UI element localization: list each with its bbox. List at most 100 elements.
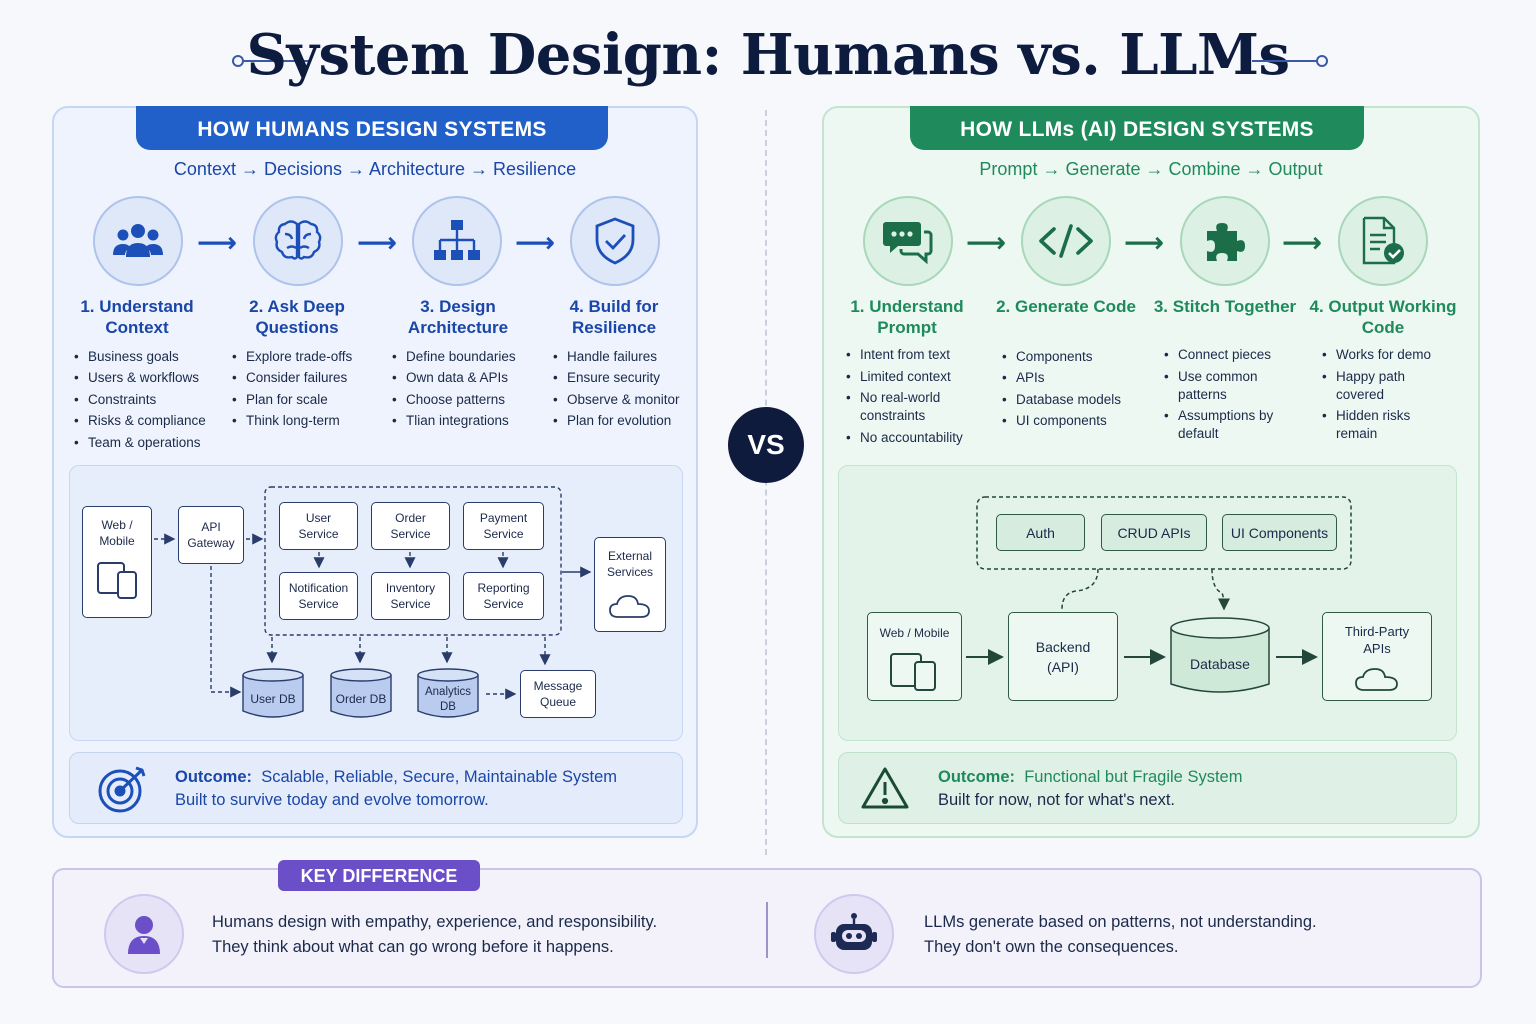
list-item: Plan for evolution (553, 410, 698, 432)
humans-step-2-title: 2. Ask Deep Questions (249, 297, 345, 337)
title-deco-right-line (1252, 60, 1318, 62)
humans-step-4-bullets: Handle failures Ensure security Observe … (553, 346, 698, 432)
outcome-value: Scalable, Reliable, Secure, Maintainable… (261, 768, 618, 786)
module-box: UI Components (1222, 514, 1337, 551)
key-human-line2: They think about what can go wrong befor… (212, 938, 614, 956)
humans-outcome-text: Outcome: Scalable, Reliable, Secure, Mai… (175, 766, 617, 812)
list-item: Think long-term (232, 410, 382, 432)
third-party-box: Third-Party APIs (1322, 612, 1432, 701)
cloud-icon (1355, 668, 1398, 691)
humans-flow: Context → Decisions → Architecture → Res… (173, 159, 577, 179)
list-item: Team & operations (74, 432, 224, 454)
list-item: Users & workflows (74, 367, 224, 389)
llms-step-2-bullets: Components APIs Database models UI compo… (1002, 346, 1152, 432)
key-llm-line1: LLMs generate based on patterns, not und… (924, 913, 1317, 931)
humans-step-3-title: 3. Design Architecture (407, 297, 509, 337)
list-item: Intent from text (846, 346, 996, 364)
humans-step-1-title: 1. Understand Context (80, 297, 194, 337)
list-item: Database models (1002, 389, 1152, 411)
list-item: Limited context (846, 368, 996, 386)
key-difference-tab: KEY DIFFERENCE (278, 860, 480, 891)
list-item: Risks & compliance (74, 410, 224, 432)
llms-outcome-text: Outcome: Functional but Fragile System B… (938, 766, 1242, 812)
llms-step-1-bullets: Intent from text Limited context No real… (846, 346, 996, 447)
list-item: Components (1002, 346, 1152, 368)
service-box: Notification Service (279, 572, 358, 620)
module-box: CRUD APIs (1101, 514, 1207, 551)
outcome-label: Outcome: (938, 768, 1016, 786)
llms-flow: Prompt → Generate → Combine → Output (979, 159, 1323, 179)
llms-step-4-title: 4. Output Working Code (1309, 297, 1457, 337)
flow-arrow-icon: ⟶ (515, 227, 556, 258)
api-gateway-label: API Gateway (187, 520, 235, 550)
service-box: Order Service (371, 502, 450, 550)
client-label: Web / Mobile (99, 518, 135, 548)
list-item: No real-world constraints (846, 389, 961, 425)
db-label: User DB (250, 692, 296, 706)
key-llm-text: LLMs generate based on patterns, not und… (924, 910, 1317, 960)
list-item: Consider failures (232, 367, 382, 389)
key-human-text: Humans design with empathy, experience, … (212, 910, 657, 960)
vs-badge: VS (728, 407, 804, 483)
flow-arrow-icon: ⟶ (357, 227, 398, 258)
target-icon (98, 766, 146, 813)
llms-step-4-bullets: Works for demo Happy path covered Hidden… (1322, 346, 1462, 443)
llms-step-1-title: 1. Understand Prompt (850, 297, 964, 337)
list-item: Observe & monitor (553, 389, 698, 411)
puzzle-icon (1180, 196, 1270, 286)
humans-step-1-bullets: Business goals Users & workflows Constra… (74, 346, 224, 453)
list-item: Assumptions by default (1164, 407, 1274, 443)
outcome-value: Functional but Fragile System (1024, 768, 1243, 786)
list-item: Hidden risks remain (1322, 407, 1417, 443)
module-box: Auth (996, 514, 1085, 551)
list-item: Tlian integrations (392, 410, 542, 432)
database-label: Database (1190, 656, 1250, 672)
humans-outcome (69, 752, 683, 824)
shield-check-icon (570, 196, 660, 286)
llms-step-3-bullets: Connect pieces Use common patterns Assum… (1164, 346, 1304, 443)
backend-box: Backend (API) (1008, 612, 1118, 701)
title-deco-left-dot (232, 55, 244, 67)
service-box: User Service (279, 502, 358, 550)
title-deco-right-dot (1316, 55, 1328, 67)
database-icon (242, 668, 304, 718)
list-item: Use common patterns (1164, 368, 1284, 404)
db-label: Order DB (335, 692, 387, 706)
third-party-label: Third-Party APIs (1344, 624, 1410, 656)
list-item: Own data & APIs (392, 367, 542, 389)
humans-banner: HOW HUMANS DESIGN SYSTEMS (136, 106, 608, 150)
database-icon (1170, 617, 1270, 693)
list-item: Choose patterns (392, 389, 542, 411)
devices-icon (890, 653, 936, 691)
humans-step-3-bullets: Define boundaries Own data & APIs Choose… (392, 346, 542, 432)
code-icon (1021, 196, 1111, 286)
flow-arrow-icon: ⟶ (1124, 227, 1165, 258)
list-item: Connect pieces (1164, 346, 1304, 364)
list-item: Ensure security (553, 367, 698, 389)
list-item: Works for demo (1322, 346, 1462, 364)
page-title: System Design: Humans vs. LLMs (246, 22, 1290, 88)
llm-client-label: Web / Mobile (879, 626, 950, 640)
external-services-label: External Services (606, 549, 653, 579)
service-box: Inventory Service (371, 572, 450, 620)
key-human-line1: Humans design with empathy, experience, … (212, 913, 658, 931)
flow-arrow-icon: ⟶ (197, 227, 238, 258)
outcome-label: Outcome: (175, 768, 253, 786)
robot-icon (814, 894, 894, 974)
list-item: Plan for scale (232, 389, 382, 411)
key-divider (766, 902, 768, 958)
list-item: Happy path covered (1322, 368, 1417, 404)
list-item: Define boundaries (392, 346, 542, 368)
list-item: Explore trade-offs (232, 346, 382, 368)
humans-step-4-title: 4. Build for Resilience (569, 297, 659, 337)
llms-step-3-title: 3. Stitch Together (1153, 297, 1297, 316)
service-box: Payment Service (463, 502, 544, 550)
database-icon (417, 668, 479, 718)
person-icon (104, 894, 184, 974)
title-deco-left-line (244, 60, 310, 62)
db-label: Analytics DB (424, 686, 472, 713)
list-item: Constraints (74, 389, 224, 411)
database-icon (330, 668, 392, 718)
